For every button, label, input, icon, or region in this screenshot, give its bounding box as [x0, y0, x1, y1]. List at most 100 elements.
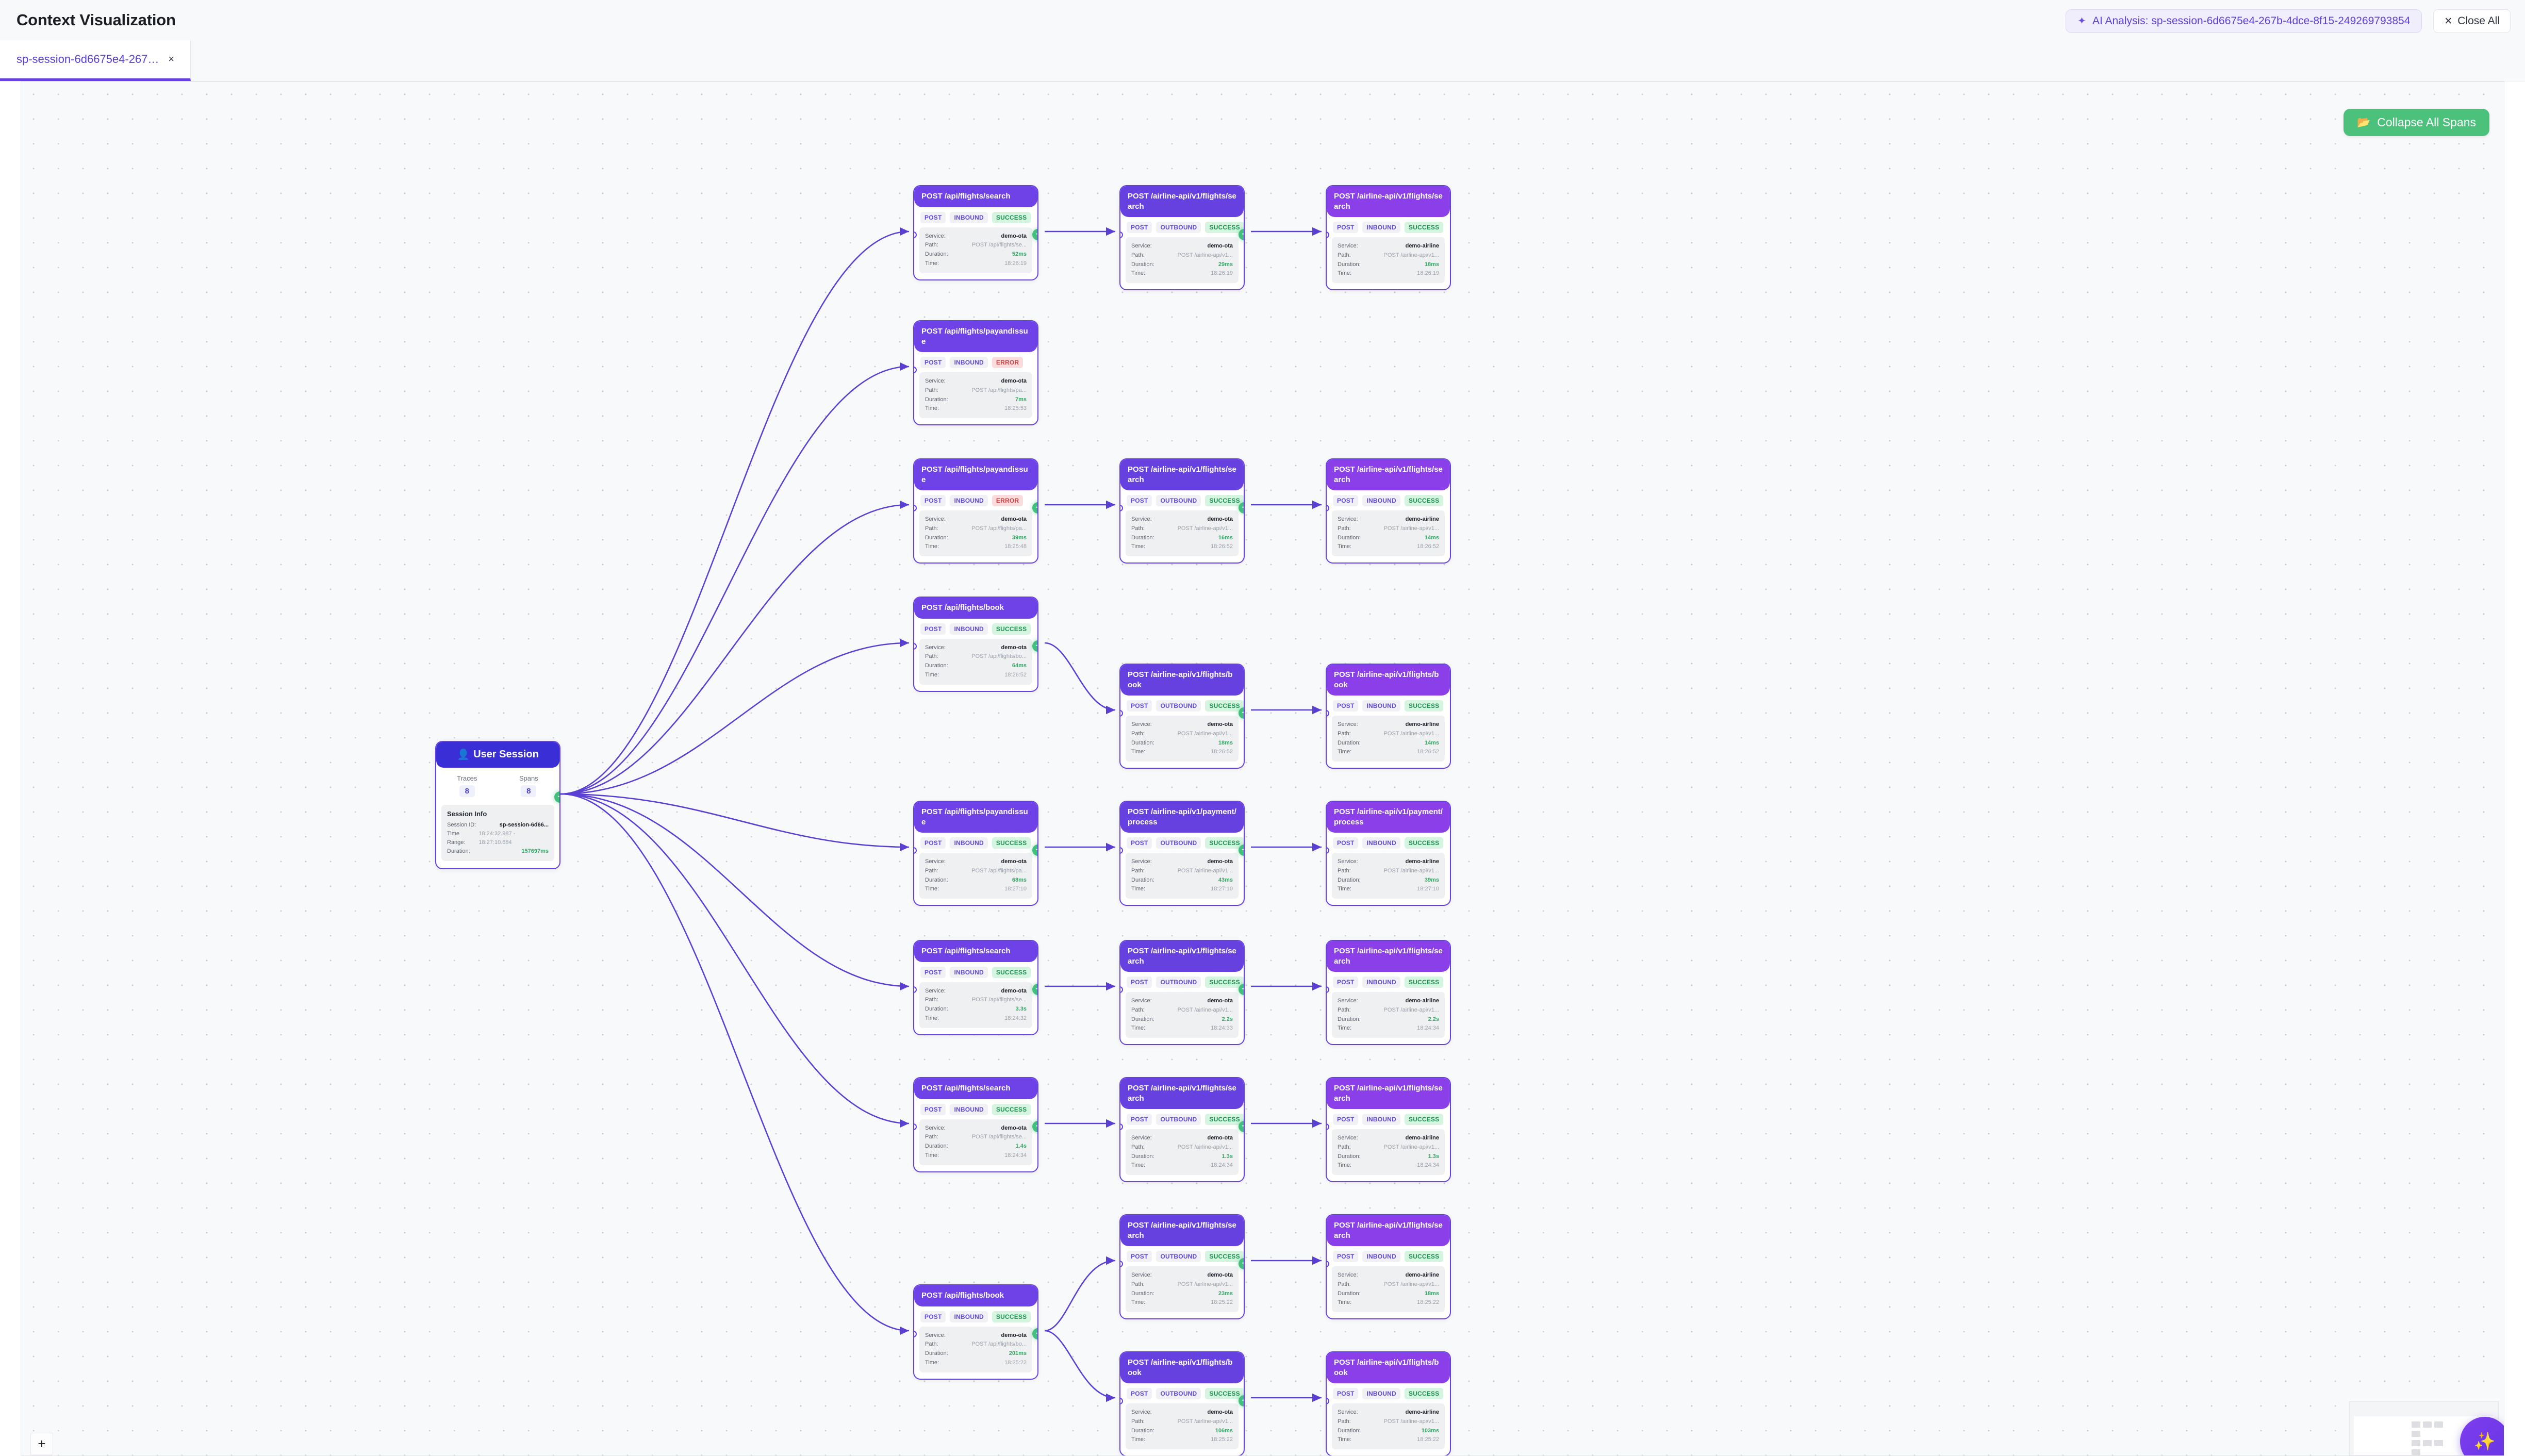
span-card-title: POST /airline-api/v1/flights/book [1120, 665, 1244, 696]
direction-badge: OUTBOUND [1156, 977, 1201, 988]
time-label: Time: [925, 260, 939, 267]
span-input-port[interactable] [914, 643, 917, 650]
user-session-node[interactable]: 👤 User Session Traces 8 Spans 8 Session … [435, 741, 560, 870]
span-collapse-toggle[interactable]: − [1239, 1395, 1244, 1407]
path-value: POST /airline-api/v1... [1383, 525, 1439, 532]
spans-value: 8 [521, 785, 537, 797]
time-label: Time: [1131, 886, 1146, 892]
time-row: Time:18:24:34 [1338, 1024, 1439, 1033]
path-label: Path: [1338, 525, 1351, 532]
time-row: Time:18:25:22 [1131, 1435, 1233, 1445]
tab-close-icon[interactable]: × [168, 53, 175, 65]
zoom-controls[interactable]: + [30, 1433, 53, 1455]
service-label: Service: [1131, 1135, 1152, 1141]
tab-session[interactable]: sp-session-6d6675e4-267… × [0, 40, 191, 81]
span-collapse-toggle[interactable]: − [1239, 1258, 1244, 1269]
span-collapse-toggle[interactable]: − [1239, 984, 1244, 995]
span-card-title: POST /airline-api/v1/flights/search [1120, 941, 1244, 972]
span-collapse-toggle[interactable]: − [1239, 229, 1244, 240]
span-collapse-toggle[interactable]: − [1239, 1121, 1244, 1132]
time-row: Time:18:25:48 [925, 542, 1027, 552]
span-collapse-toggle[interactable]: − [1239, 845, 1244, 856]
status-badge: SUCCESS [1404, 837, 1444, 849]
span-collapse-toggle[interactable]: − [1239, 502, 1244, 514]
duration-row: Duration:18ms [1338, 260, 1439, 270]
span-collapse-toggle[interactable]: − [1032, 984, 1037, 995]
time-label: Time: [925, 671, 939, 678]
method-badge: POST [1127, 222, 1152, 233]
collapse-all-spans-button[interactable]: 📂 Collapse All Spans [2344, 109, 2489, 136]
minimap[interactable]: ✨ [2349, 1401, 2504, 1455]
close-all-button[interactable]: ✕ Close All [2433, 9, 2511, 33]
path-value: POST /airline-api/v1... [1383, 867, 1439, 874]
span-collapse-toggle[interactable]: − [1239, 707, 1244, 719]
method-badge: POST [1127, 700, 1152, 712]
session-collapse-toggle[interactable]: − [554, 791, 559, 803]
assistant-fab-button[interactable]: ✨ [2460, 1417, 2504, 1455]
time-row: Time:18:27:10 [925, 885, 1027, 894]
span-card-title: POST /api/flights/payandissue [914, 459, 1037, 490]
service-row: Service:demo-airline [1338, 1408, 1439, 1417]
time-row: Time:18:24:34 [925, 1151, 1027, 1161]
direction-badge: INBOUND [1362, 700, 1400, 712]
time-label: Time: [1131, 270, 1146, 277]
graph-canvas[interactable]: 📂 Collapse All Spans 👤 User Session Trac… [21, 81, 2504, 1456]
status-badge: SUCCESS [1205, 837, 1244, 849]
span-card-title: POST /airline-api/v1/flights/search [1327, 1078, 1450, 1109]
span-collapse-toggle[interactable]: − [1032, 640, 1037, 652]
span-input-port[interactable] [914, 231, 917, 238]
path-row: Path:POST /api/flights/bo... [925, 652, 1027, 661]
zoom-in-button[interactable]: + [31, 1433, 53, 1455]
time-value: 18:24:32 [1004, 1015, 1027, 1021]
status-badge: SUCCESS [1205, 1251, 1244, 1262]
direction-badge: OUTBOUND [1156, 495, 1201, 506]
duration-value: 3.3s [1015, 1006, 1027, 1013]
span-input-port[interactable] [914, 986, 917, 993]
minimap-node [2423, 1440, 2432, 1446]
span-card-title: POST /airline-api/v1/payment/process [1120, 802, 1244, 833]
ai-analysis-button[interactable]: ✦ AI Analysis: sp-session-6d6675e4-267b-… [2066, 9, 2422, 33]
person-icon: 👤 [457, 749, 470, 760]
path-row: Path:POST /airline-api/v1... [1131, 730, 1233, 739]
span-collapse-toggle[interactable]: − [1032, 845, 1037, 856]
path-value: POST /airline-api/v1... [1177, 1418, 1233, 1425]
span-collapse-toggle[interactable]: − [1032, 502, 1037, 514]
span-collapse-toggle[interactable]: − [1032, 1121, 1037, 1132]
span-collapse-toggle[interactable]: − [1032, 1328, 1037, 1339]
span-collapse-toggle[interactable]: − [1032, 229, 1037, 240]
collapse-all-label: Collapse All Spans [2377, 115, 2476, 129]
path-label: Path: [1131, 1281, 1145, 1287]
span-input-port[interactable] [914, 1123, 917, 1130]
service-label: Service: [1131, 516, 1152, 522]
duration-value: 18ms [1424, 1290, 1439, 1297]
time-row: Time:18:26:52 [1338, 542, 1439, 552]
span-input-port[interactable] [914, 1331, 917, 1337]
time-label: Time: [1338, 1025, 1352, 1032]
